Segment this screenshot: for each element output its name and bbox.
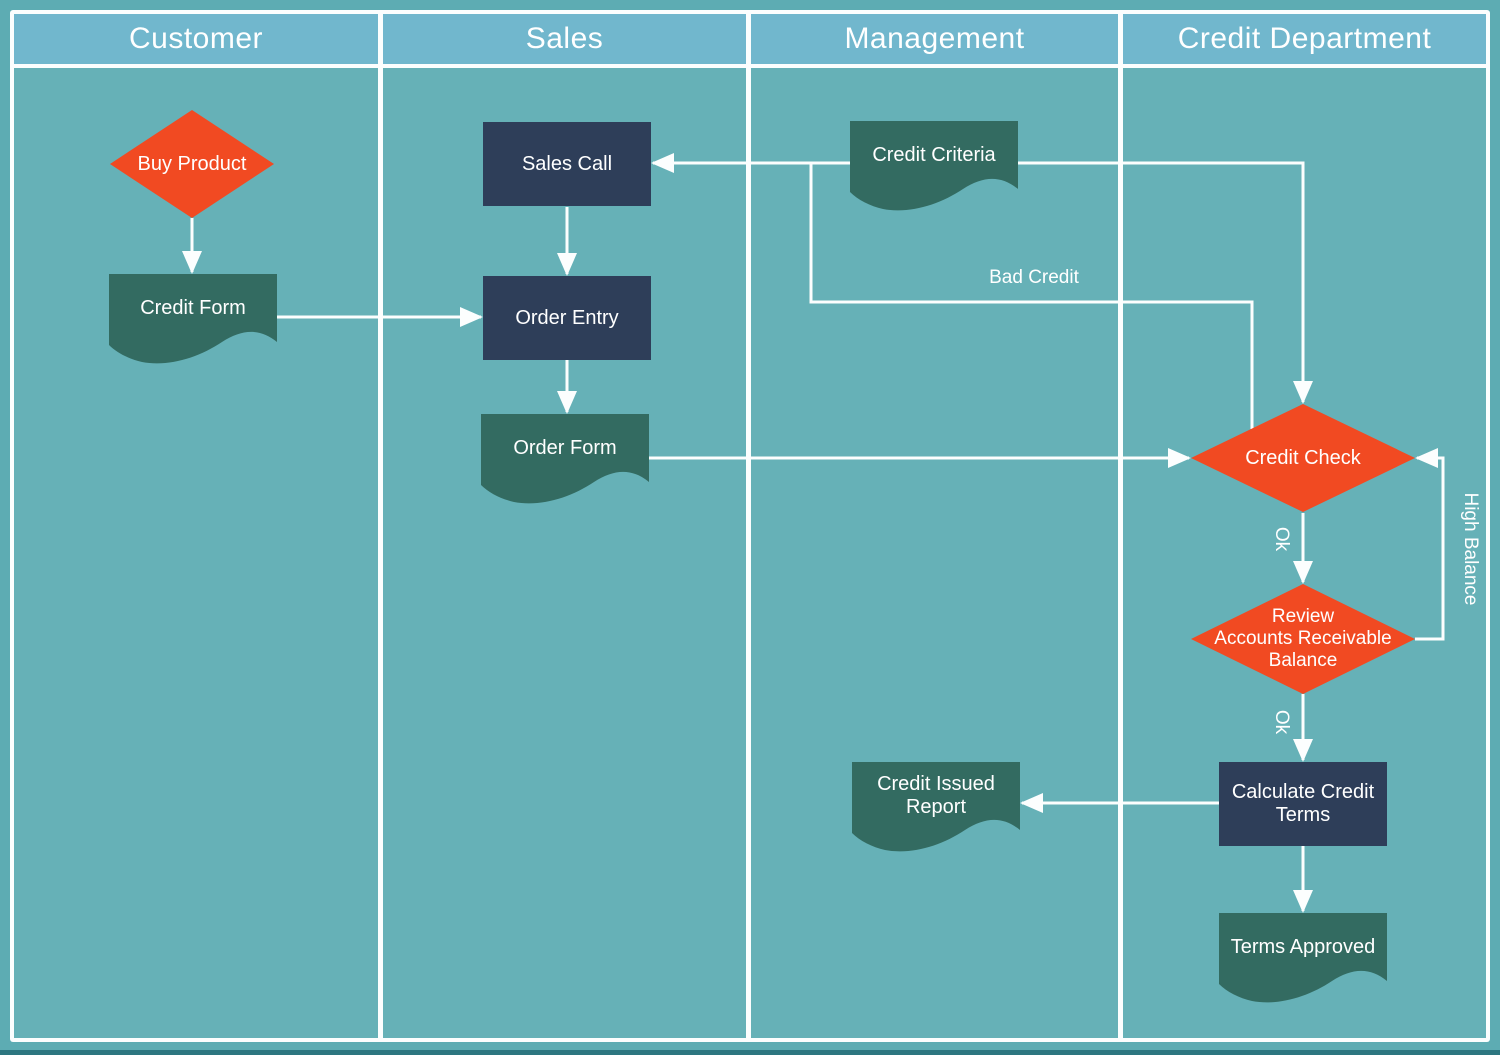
lane-header-management[interactable]: Management bbox=[751, 14, 1118, 64]
document-shape bbox=[852, 762, 1020, 852]
document-terms-approved[interactable]: Terms Approved bbox=[1219, 913, 1387, 1005]
connector-label-bad-credit: Bad Credit bbox=[989, 267, 1079, 288]
lane-body-sales bbox=[383, 68, 746, 1038]
document-credit-issued-report[interactable]: Credit Issued Report bbox=[852, 762, 1020, 854]
document-order-form[interactable]: Order Form bbox=[481, 414, 649, 506]
lane-body-customer bbox=[14, 68, 378, 1038]
document-shape bbox=[481, 414, 649, 504]
lane-body-management bbox=[751, 68, 1118, 1038]
lane-title: Customer bbox=[128, 22, 264, 55]
lane-title: Credit Department bbox=[1177, 22, 1432, 55]
shape-label: Review Accounts Receivable Balance bbox=[1214, 606, 1392, 671]
lane-header-credit-department[interactable]: Credit Department bbox=[1123, 14, 1486, 64]
shape-label: Credit Check bbox=[1245, 446, 1361, 469]
shape-label: Credit Form bbox=[140, 296, 246, 319]
lane-header-customer[interactable]: Customer bbox=[14, 14, 378, 64]
lane-title: Sales bbox=[525, 22, 604, 55]
lane-title: Management bbox=[844, 22, 1025, 55]
connector-label-ok-credit-check: Ok bbox=[1271, 526, 1292, 552]
shape-label: Credit Criteria bbox=[872, 143, 996, 166]
connector-label-high-balance: High Balance bbox=[1460, 492, 1481, 606]
shape-label: Order Form bbox=[513, 436, 617, 459]
shape-label: Terms Approved bbox=[1230, 935, 1376, 958]
shape-label: Credit Issued Report bbox=[877, 773, 995, 818]
process-order-entry[interactable]: Order Entry bbox=[483, 276, 651, 360]
connector-label-ok-review: Ok bbox=[1271, 709, 1292, 735]
shape-label: Order Entry bbox=[515, 306, 619, 329]
shape-label: Calculate Credit Terms bbox=[1231, 781, 1375, 826]
lane-header-sales[interactable]: Sales bbox=[383, 14, 746, 64]
process-sales-call[interactable]: Sales Call bbox=[483, 122, 651, 206]
document-shape bbox=[1219, 913, 1387, 1003]
document-shape bbox=[109, 274, 277, 364]
document-credit-form[interactable]: Credit Form bbox=[109, 274, 277, 366]
process-calculate-credit-terms[interactable]: Calculate Credit Terms bbox=[1219, 762, 1387, 846]
shape-label: Buy Product bbox=[137, 152, 247, 175]
shape-label: Sales Call bbox=[521, 152, 613, 175]
page-bottom-edge bbox=[0, 1050, 1500, 1055]
lane-body-credit-department bbox=[1123, 68, 1486, 1038]
document-credit-criteria[interactable]: Credit Criteria bbox=[850, 121, 1018, 213]
